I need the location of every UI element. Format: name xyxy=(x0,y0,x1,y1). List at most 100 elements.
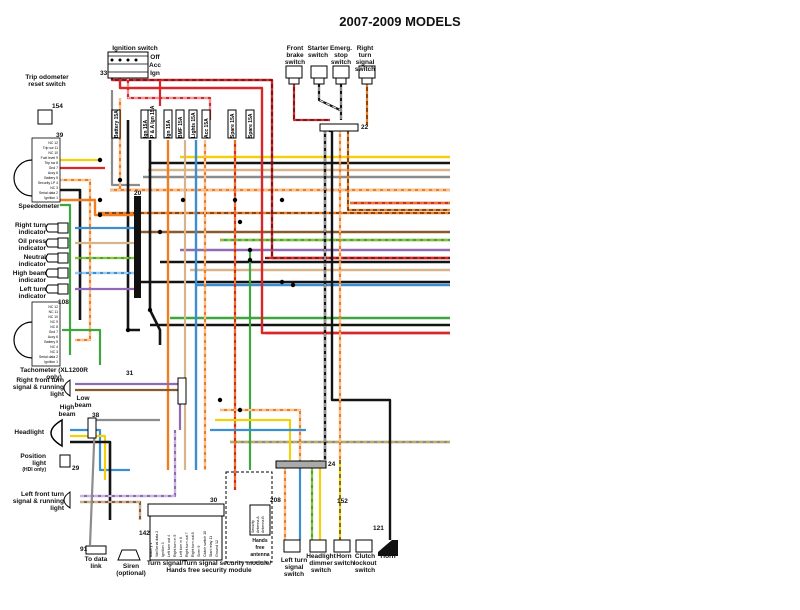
indicator-bulb xyxy=(45,223,59,233)
tach-pin: NC 8 xyxy=(50,325,58,329)
tach-pin: NC 12 xyxy=(48,305,58,309)
fuse-label: Lights 15A xyxy=(191,112,197,138)
low-beam-label: Low beam xyxy=(74,395,92,409)
connector-20 xyxy=(134,196,141,298)
fuse-box xyxy=(188,109,198,139)
tach-pin: NC 11 xyxy=(49,310,58,314)
fuse-box xyxy=(245,109,255,139)
hl-blue xyxy=(70,428,130,472)
ignition-pos-ign: Ign xyxy=(150,70,160,77)
tach-pin: NC 9 xyxy=(50,320,58,324)
splice-dot xyxy=(247,257,253,263)
speedo-pin: Serial data 2 xyxy=(39,191,58,195)
fuse-label: Ign 15A xyxy=(143,120,149,138)
lf-turn-lamp xyxy=(63,491,71,509)
tach-pin: Accy 6 xyxy=(48,335,58,339)
fuse-label: Battery 15A xyxy=(114,110,120,138)
headlight-label: Headlight xyxy=(14,429,44,436)
position-light-label: Position light xyxy=(20,453,46,467)
indicator-socket xyxy=(57,237,69,249)
tssm-pin: Ignition 3 xyxy=(161,542,165,557)
connector-91-label: 91 xyxy=(80,546,88,553)
splice-dot xyxy=(97,212,103,218)
connector-208-label: 208 xyxy=(270,497,281,504)
indicator-bulb xyxy=(45,253,59,263)
starter-bw-stripe xyxy=(318,80,341,111)
lower-yel xyxy=(215,418,292,460)
indicator-socket xyxy=(57,222,69,234)
indicator-socket xyxy=(57,252,69,264)
splice-dot xyxy=(217,397,223,403)
tach-pin: Serial data 2 xyxy=(39,355,58,359)
high-beam-indicator-label: High beam indicator xyxy=(12,270,46,284)
siren-label: Siren (optional) xyxy=(116,563,146,577)
hf-antenna-label: Hands free antenna xyxy=(250,538,270,558)
splice-dot xyxy=(279,279,285,285)
splice-dot xyxy=(147,307,153,313)
speedo-pin: Battery 5 xyxy=(44,176,58,180)
lf-turn-label: Left front turn signal & running light xyxy=(12,491,64,512)
speedo-pin: Fuel level 9 xyxy=(41,156,58,160)
fuse-label: Ign 15A xyxy=(166,120,172,138)
tssm-pin: VariSerial data 2 xyxy=(155,531,159,557)
handlebar-switch xyxy=(310,65,328,79)
rf-turn-label: Right front turn signal & running light xyxy=(12,377,64,398)
tssm-pin: Clutch switch 10 xyxy=(203,531,207,557)
tssm-connector xyxy=(147,503,225,517)
connector-152-label: 152 xyxy=(337,498,348,505)
tach-pin: NC 10 xyxy=(48,315,58,319)
tssm-module xyxy=(149,515,223,561)
connector-20-label: 20 xyxy=(134,190,142,197)
handlebar-switch-plug xyxy=(335,77,347,85)
indicator-socket xyxy=(57,283,69,295)
splice-dot xyxy=(157,229,163,235)
front-brake-label: Front brake switch xyxy=(284,45,306,66)
horn-switch-label: Horn switch xyxy=(334,553,355,567)
speedo-pin: NC 12 xyxy=(48,141,58,145)
ignition-pos-acc: Acc xyxy=(149,62,161,69)
splice-dot xyxy=(97,197,103,203)
fuse-label: P & A Ign 15A xyxy=(150,105,156,138)
speedo-or xyxy=(60,198,140,217)
siren-body xyxy=(117,549,141,561)
splice-dot xyxy=(237,407,243,413)
fuse-box xyxy=(111,109,121,139)
tssm-pin: Left turn out 4 xyxy=(167,535,171,557)
speedo-orwh-stripe xyxy=(60,179,91,341)
speedo-pin: Ignition 1 xyxy=(44,196,58,200)
tach-pin: Ignition 1 xyxy=(44,360,58,364)
connector-22-label: 22 xyxy=(361,124,369,131)
high-beam-label: High beam xyxy=(58,404,76,418)
lower-ow xyxy=(220,408,302,460)
horn-switch xyxy=(333,539,351,553)
handlebar-switch-plug xyxy=(313,77,325,85)
brake-rb-stripe xyxy=(293,80,330,121)
connector-22 xyxy=(319,123,359,132)
connector-29-label: 29 xyxy=(72,465,80,472)
left-turn-switch-label: Left turn signal switch xyxy=(280,557,308,578)
left-turn-switch xyxy=(283,539,301,553)
right-turn-indicator-label: Right turn indicator xyxy=(14,222,46,236)
ignition-switch-label: Ignition switch xyxy=(112,45,158,52)
ignition-contact xyxy=(118,58,122,62)
headlight-lamp xyxy=(50,418,63,448)
indicator-bulb xyxy=(45,284,59,294)
tssm-label: Turn signal/Turn signal security module/… xyxy=(146,560,272,574)
emerg-stop-label: Emerg. stop switch xyxy=(329,45,353,66)
horn-body xyxy=(378,540,398,556)
handlebar-switch xyxy=(332,65,350,79)
fuse-box xyxy=(227,109,237,139)
fuse-box xyxy=(147,109,157,139)
connector-38 xyxy=(87,417,97,439)
tach-pin: Gnd 7 xyxy=(49,330,58,334)
hl-gnd xyxy=(70,440,112,520)
hl-yel xyxy=(70,434,107,480)
left-turn-indicator-label: Left turn indicator xyxy=(18,286,46,300)
rf-turn-lamp xyxy=(63,379,71,397)
v-ob-stripe xyxy=(347,130,450,211)
trip-reset-label: Trip odometer reset switch xyxy=(25,74,69,88)
speedo-blk xyxy=(60,188,82,320)
handlebar-switch xyxy=(285,65,303,79)
starter-label: Starter switch xyxy=(307,45,329,59)
